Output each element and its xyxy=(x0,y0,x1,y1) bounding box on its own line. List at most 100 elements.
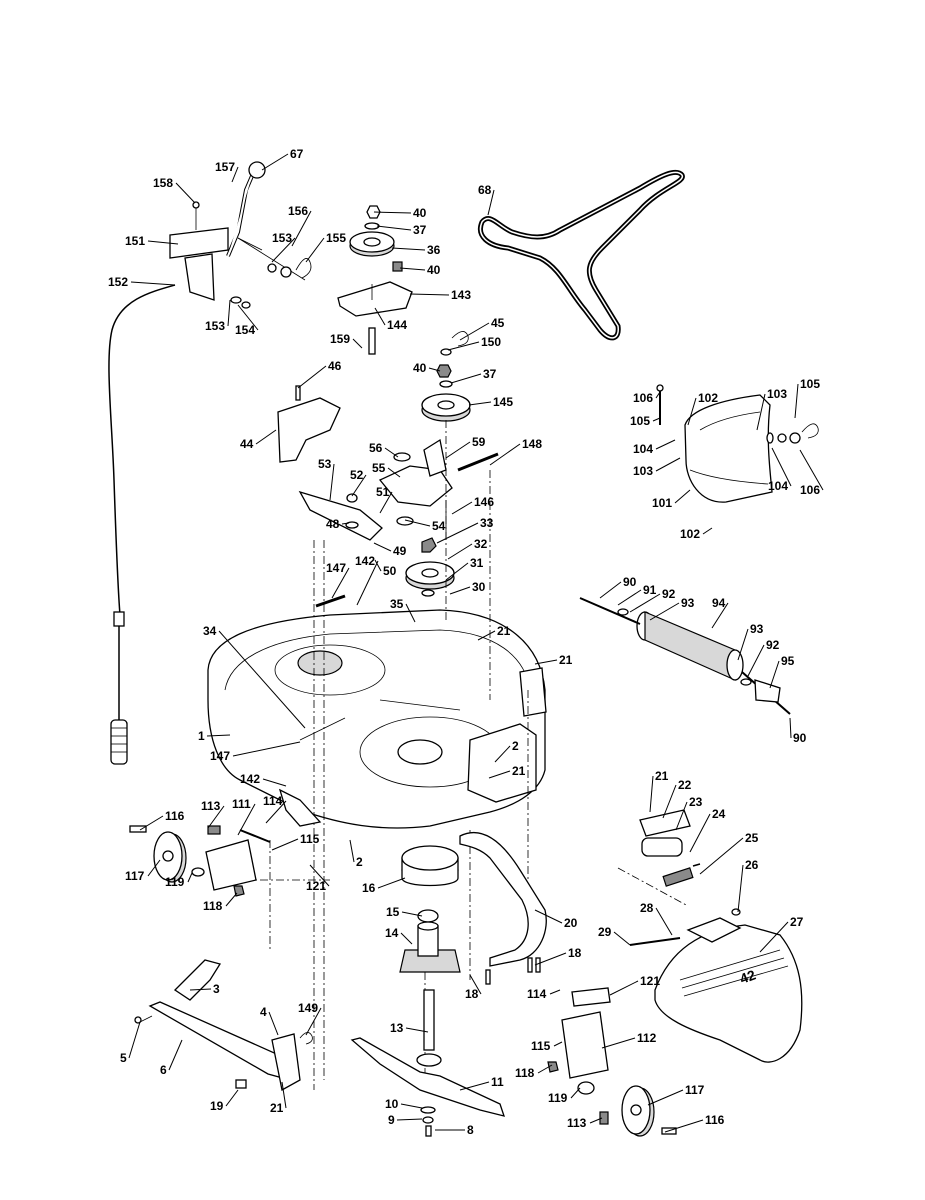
part-number-label: 154 xyxy=(235,323,255,337)
part-number-label: 93 xyxy=(750,622,764,636)
part-number-label: 40 xyxy=(413,206,427,220)
part-number-label: 44 xyxy=(240,437,254,451)
callout-leader xyxy=(629,593,661,613)
part-number-label: 37 xyxy=(483,367,497,381)
part-number-label: 48 xyxy=(326,517,340,531)
callout-leader xyxy=(436,522,479,544)
callout-leader xyxy=(537,1064,553,1074)
part-number-label: 156 xyxy=(288,204,308,218)
part-number-label: 93 xyxy=(681,596,695,610)
callout-leader xyxy=(649,602,680,621)
callout-leader xyxy=(674,489,691,504)
part-number-label: 121 xyxy=(306,879,326,893)
part-number-label: 15 xyxy=(386,905,400,919)
callout-leader xyxy=(237,803,256,836)
part-number-label: 10 xyxy=(385,1097,399,1111)
hanger-bracket xyxy=(134,959,313,1092)
part-number-label: 51 xyxy=(376,485,390,499)
part-number-label: 102 xyxy=(698,391,718,405)
part-number-label: 45 xyxy=(491,316,505,330)
callout-leader xyxy=(379,491,393,514)
part-number-label: 30 xyxy=(472,580,486,594)
part-number-label: 92 xyxy=(662,587,676,601)
part-number-label: 113 xyxy=(201,799,221,813)
callout-leader xyxy=(534,909,563,924)
callout-leader xyxy=(305,237,325,263)
callout-leader xyxy=(534,659,558,665)
callout-leader xyxy=(187,872,193,883)
callout-leader xyxy=(647,1089,684,1106)
callout-leader xyxy=(655,391,661,399)
part-number-label: 14 xyxy=(385,926,399,940)
callout-leader xyxy=(702,527,713,535)
callout-leader xyxy=(589,1117,603,1124)
callout-leader xyxy=(655,907,673,936)
part-number-label: 146 xyxy=(474,495,494,509)
part-number-label: 155 xyxy=(326,231,346,245)
part-number-label: 67 xyxy=(290,147,304,161)
callout-leader xyxy=(387,467,401,478)
part-number-label: 11 xyxy=(491,1075,504,1089)
callout-leader xyxy=(207,805,225,829)
part-number-label: 117 xyxy=(685,1083,705,1097)
part-number-label: 106 xyxy=(800,483,820,497)
part-number-label: 1 xyxy=(198,729,205,743)
left-gauge-wheel xyxy=(129,788,322,897)
callout-leader xyxy=(297,365,327,389)
part-number-label: 54 xyxy=(432,519,446,533)
callout-leader xyxy=(737,864,744,913)
part-number-label: 8 xyxy=(467,1123,474,1137)
callout-leader xyxy=(227,299,231,327)
part-number-label: 104 xyxy=(768,479,788,493)
part-number-label: 148 xyxy=(522,437,542,451)
callout-leader xyxy=(404,519,431,527)
part-number-label: 28 xyxy=(640,901,654,915)
part-number-label: 2 xyxy=(512,739,519,753)
callout-leader xyxy=(699,837,744,875)
part-number-label: 37 xyxy=(413,223,427,237)
callout-leader xyxy=(405,603,416,623)
callout-leader xyxy=(601,1037,636,1049)
part-number-label: 21 xyxy=(559,653,573,667)
callout-leader xyxy=(799,449,824,491)
callout-leader xyxy=(759,921,789,953)
part-number-label: 68 xyxy=(478,183,492,197)
part-number-label: 102 xyxy=(680,527,700,541)
part-number-label: 3 xyxy=(213,982,220,996)
callout-leader xyxy=(477,630,496,641)
callout-leader xyxy=(445,562,469,581)
part-number-label: 4 xyxy=(260,1005,267,1019)
callout-leader xyxy=(549,989,561,995)
part-number-label: 29 xyxy=(598,925,612,939)
callout-leader xyxy=(675,801,688,831)
callout-leader xyxy=(377,877,406,889)
callout-leader xyxy=(794,383,799,419)
part-number-label: 103 xyxy=(767,387,787,401)
part-number-label: 119 xyxy=(165,875,185,889)
part-number-label: 21 xyxy=(512,764,526,778)
part-number-label: 91 xyxy=(643,583,657,597)
part-number-label: 147 xyxy=(326,561,346,575)
callout-leader xyxy=(553,1041,563,1047)
part-number-label: 22 xyxy=(678,778,692,792)
callout-leader xyxy=(384,447,399,458)
callout-leader xyxy=(409,293,450,296)
callout-leader xyxy=(468,401,492,406)
callout-leader xyxy=(189,988,212,991)
callout-leader xyxy=(655,457,681,472)
callout-leader xyxy=(400,1103,423,1109)
callout-leader xyxy=(599,581,622,599)
part-number-label: 13 xyxy=(390,1021,404,1035)
callout-leader xyxy=(261,153,289,171)
part-number-label: 115 xyxy=(300,832,320,846)
part-number-label: 94 xyxy=(712,596,726,610)
part-number-label: 113 xyxy=(567,1116,587,1130)
callout-leader xyxy=(341,522,350,525)
part-number-label: 158 xyxy=(153,176,173,190)
part-number-label: 145 xyxy=(493,395,513,409)
part-number-label: 92 xyxy=(766,638,780,652)
callout-leader xyxy=(401,911,423,917)
part-number-label: 119 xyxy=(548,1091,568,1105)
part-number-label: 112 xyxy=(637,1031,657,1045)
